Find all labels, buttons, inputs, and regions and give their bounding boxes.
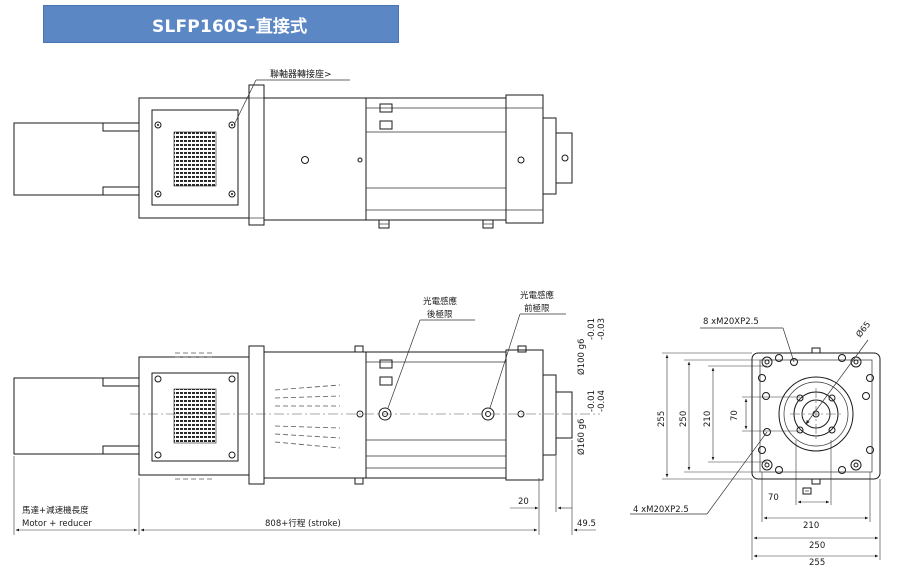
rear-sensor-label-2: 後極限	[427, 309, 453, 320]
phi100-label: Ø100 g6	[576, 339, 587, 375]
stroke-label: 808+行程 (stroke)	[265, 518, 341, 529]
motor-body	[13, 122, 140, 196]
end-phi65: Ø65	[854, 319, 873, 340]
front-sensor-label-2: 前極限	[524, 303, 550, 314]
coupling-seat	[248, 84, 265, 226]
dim-20: 20	[518, 497, 529, 507]
end-h250: 250	[809, 541, 825, 551]
phi160-tol-lo: -0.04	[597, 390, 607, 412]
end-h210: 210	[803, 521, 819, 531]
front-sensor-label: 光電感應	[520, 290, 555, 301]
rear-sensor-label: 光電感應	[423, 296, 458, 307]
rod-end	[555, 132, 573, 184]
phi100-tol-lo: -0.03	[597, 318, 607, 340]
side-view: 光電感應 後極限 光電感應 前極限 Ø100 g6 -0.01 -0.03 Ø1…	[13, 290, 607, 535]
heatsink-fins	[173, 131, 217, 187]
end-v255: 255	[657, 411, 667, 427]
phi160-tol-hi: -0.01	[587, 390, 597, 412]
end-h70: 70	[768, 493, 779, 503]
phi100-tol-hi: -0.01	[587, 318, 597, 340]
motor-length-label-en: Motor + reducer	[22, 519, 92, 529]
motor-body-side	[13, 377, 140, 455]
top-view: 聯軸器轉接座>	[13, 68, 573, 229]
coupling-seat-label: 聯軸器轉接座>	[270, 68, 332, 80]
end-holes-bottom-label: 4 xM20XP2.5	[633, 505, 689, 515]
actuator-body	[263, 97, 367, 221]
end-v210: 210	[703, 411, 713, 427]
end-bore	[778, 376, 854, 452]
end-block	[505, 94, 544, 224]
phi160-label: Ø160 g6	[576, 419, 587, 455]
end-holes-top-label: 8 xM20XP2.5	[703, 317, 759, 327]
motor-length-label-cn: 馬達+減速機長度	[22, 505, 89, 516]
dim-49-5: 49.5	[577, 519, 596, 529]
end-v70: 70	[730, 410, 740, 421]
end-view: 255 250 210 70 70 210 250 255 8 xM20XP2.…	[630, 317, 881, 567]
rod-end-side	[555, 391, 573, 439]
page-title: SLFP160S-直接式	[152, 16, 308, 37]
title-banner: SLFP160S-直接式	[43, 5, 399, 43]
end-h255: 255	[809, 558, 825, 567]
end-v250: 250	[679, 411, 689, 427]
